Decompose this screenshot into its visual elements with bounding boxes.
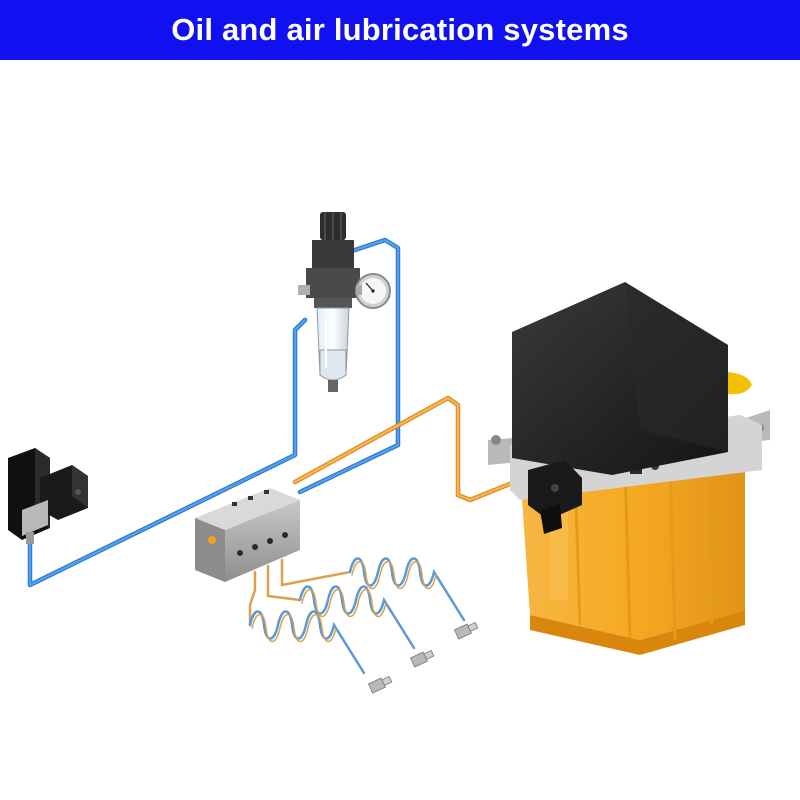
nozzles [367,621,479,694]
solenoid-valve [8,448,88,544]
mixing-valve-block [195,488,300,582]
lubrication-system-illustration [8,212,770,694]
air-lines [27,237,401,588]
pressure-gauge [355,273,391,309]
coil-top [348,557,466,622]
nozzle [453,621,479,640]
coil-middle [298,585,416,650]
page-title: Oil and air lubrication systems [171,12,629,47]
coil-bottom [248,610,366,675]
title-banner: Oil and air lubrication systems [0,0,800,60]
lubrication-pump [488,282,770,655]
coiled-lines [248,557,466,675]
air-filter-regulator [298,212,360,392]
nozzle [367,675,393,694]
nozzle [409,649,435,668]
oil-line [292,395,535,503]
